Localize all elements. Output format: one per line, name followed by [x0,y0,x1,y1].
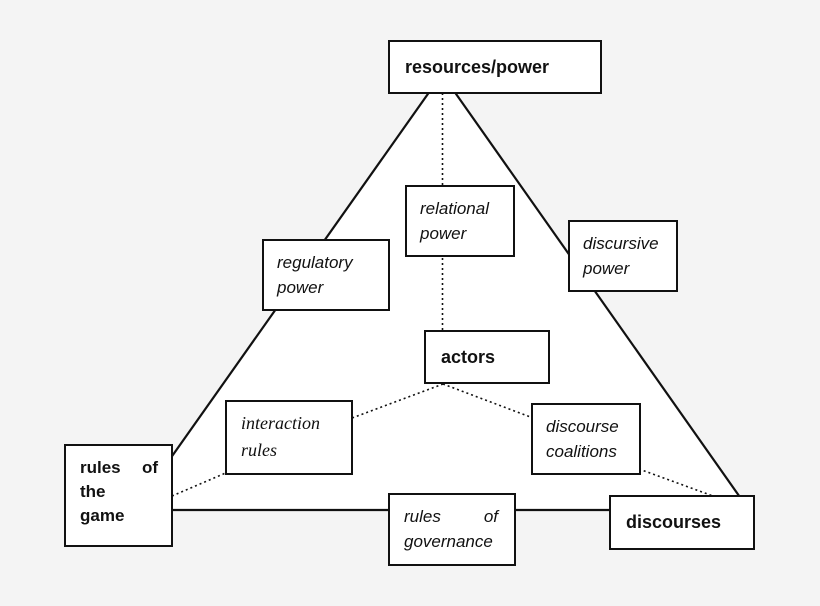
node-rules-of-governance: rules of governance [388,493,516,566]
dotted-connector-rules-of-game-interaction-rules [171,471,229,497]
node-rules-of-the-game-label-line1: rules of [80,456,158,480]
node-rules-of-governance-label-line1: rules of [404,504,498,529]
word-of: of [483,507,498,526]
node-regulatory-power: regulatory power [262,239,390,311]
node-discursive-power-label-line2: power [583,259,630,278]
node-rules-of-governance-label-line2: governance [404,532,493,551]
dotted-connector-actors-interaction-rules [351,383,444,419]
node-discourses: discourses [609,495,755,550]
node-discourse-coalitions: discourse coalitions [531,403,641,475]
node-resources-power: resources/power [388,40,602,94]
node-regulatory-power-label-line1: regulatory [277,253,353,272]
node-rules-of-the-game-label-line3: game [80,506,125,525]
node-resources-power-label: resources/power [405,56,550,77]
node-rules-of-the-game: rules of the game [64,444,173,547]
node-discourse-coalitions-label-line2: coalitions [546,442,617,461]
node-relational-power: relational power [405,185,515,257]
node-actors: actors [424,330,550,384]
node-interaction-rules: interaction rules [225,400,353,475]
node-relational-power-label-line2: power [420,224,467,243]
dotted-connector-actors-discourse-coalitions [442,383,534,419]
node-interaction-rules-label-line2: rules [241,440,277,460]
node-actors-label: actors [441,346,496,367]
node-discursive-power-label-line1: discursive [583,234,659,253]
word-of: of [141,458,158,477]
node-discursive-power: discursive power [568,220,678,292]
node-rules-of-the-game-label-line2: the [80,482,106,501]
node-relational-power-label-line1: relational [420,199,489,218]
dotted-connector-discourse-coalitions-discourses [638,468,714,497]
node-discourses-label: discourses [626,512,722,532]
node-regulatory-power-label-line2: power [277,278,324,297]
node-discourse-coalitions-label-line1: discourse [546,417,619,436]
word-rules: rules [404,507,441,526]
word-rules: rules [80,458,121,477]
node-interaction-rules-label-line1: interaction [241,413,320,433]
